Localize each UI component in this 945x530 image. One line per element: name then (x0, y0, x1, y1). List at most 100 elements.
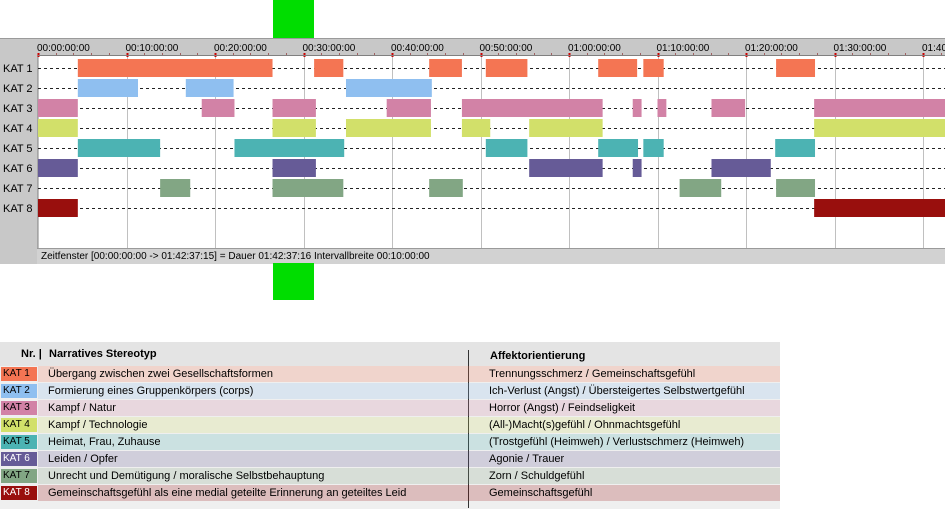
status-bar: Zeitfenster [00:00:00:00 -> 01:42:37:15]… (37, 248, 945, 264)
timeline-segment (598, 139, 639, 157)
timeline-segment (776, 59, 816, 77)
timeline-segment (632, 159, 642, 177)
timeline-segment (77, 139, 161, 157)
kat-badge: KAT 3 (1, 401, 37, 415)
timeline-segment (314, 59, 344, 77)
legend-row-background (38, 468, 780, 484)
row-label: KAT 8 (3, 203, 33, 215)
timeline-segment (77, 59, 273, 77)
legend-header: Nr. | Narratives Stereotyp Affektorienti… (0, 342, 780, 366)
affekt-text: Zorn / Schuldgefühl (489, 470, 585, 482)
timeline-segment (461, 99, 603, 117)
timeline-segment (776, 179, 816, 197)
timeline-segment (345, 119, 431, 137)
column-divider (468, 350, 469, 508)
timeline-segment (711, 99, 746, 117)
stereotyp-text: Heimat, Frau, Zuhause (48, 436, 161, 448)
row-label: KAT 2 (3, 83, 33, 95)
kat-badge: KAT 8 (1, 486, 37, 500)
stereotyp-text: Leiden / Opfer (48, 453, 118, 465)
stereotyp-text: Kampf / Technologie (48, 419, 148, 431)
timeline-segment (775, 139, 816, 157)
header-stereotyp: Narratives Stereotyp (49, 348, 157, 360)
affekt-text: Trennungsschmerz / Gemeinschaftsgefühl (489, 368, 696, 380)
kat-badge: KAT 7 (1, 469, 37, 483)
timeline-segment (814, 99, 945, 117)
timeline-segment (598, 59, 638, 77)
timeline-segment (201, 99, 235, 117)
legend-row: KAT 1 Übergang zwischen zwei Gesellschaft… (0, 366, 780, 382)
timeline-segment (38, 199, 78, 217)
timeline-segment (429, 179, 463, 197)
legend-row: KAT 7 Unrecht und Demütigung / moralische… (0, 468, 780, 484)
timeline-segment (38, 119, 78, 137)
legend-row-background (38, 417, 780, 433)
header-nr: Nr. | (21, 348, 42, 360)
timeline-segment (461, 119, 491, 137)
timeline-segment (272, 99, 316, 117)
legend-row: KAT 4 Kampf / Technologie (All-)Macht(s)ge… (0, 417, 780, 433)
timeline-segment (77, 79, 139, 97)
tick-label: 01:40 (922, 43, 945, 54)
tick-label: 01:10:00:00 (657, 43, 710, 54)
legend-row-background (38, 400, 780, 416)
timeline-segment (643, 139, 664, 157)
timeline-segment (386, 99, 431, 117)
row-label: KAT 7 (3, 183, 33, 195)
row-label: KAT 3 (3, 103, 33, 115)
timeline-segment (272, 179, 344, 197)
tick-label: 01:20:00:00 (745, 43, 798, 54)
kat-badge: KAT 4 (1, 418, 37, 432)
timeline-segment (643, 59, 664, 77)
tick-label: 00:40:00:00 (391, 43, 444, 54)
kat-badge: KAT 6 (1, 452, 37, 466)
header-affekt: Affektorientierung (490, 350, 586, 362)
legend-row-background (38, 451, 780, 467)
tick-label: 00:10:00:00 (126, 43, 179, 54)
stereotyp-text: Kampf / Natur (48, 402, 116, 414)
timeline-segment (657, 99, 667, 117)
timeline-segment (429, 59, 462, 77)
timeline-segment (814, 119, 945, 137)
stereotyp-text: Unrecht und Demütigung / moralische Selb… (48, 470, 325, 482)
playhead-marker-bottom[interactable] (273, 263, 314, 300)
playhead-marker-top[interactable] (273, 0, 314, 38)
timeline-segment (272, 119, 316, 137)
stereotyp-text: Formierung eines Gruppenkörpers (corps) (48, 385, 254, 397)
timeline-chart: 00:00:00:00 00:10:00:00 00:20:00:00 00:30:0… (0, 43, 945, 248)
timeline-segment (160, 179, 191, 197)
timeline-segment (485, 59, 528, 77)
tick-label: 00:50:00:00 (480, 43, 533, 54)
affekt-text: (All-)Macht(s)gefühl / Ohnmachtsgefühl (489, 419, 681, 431)
legend-row: KAT 6 Leiden / Opfer Agonie / Trauer (0, 451, 780, 467)
timeline-segment (38, 159, 78, 177)
stereotyp-text: Übergang zwischen zwei Gesellschaftsform… (48, 368, 273, 380)
timeline-segment (814, 199, 945, 217)
legend-row: KAT 3 Kampf / Natur Horror (Angst) / Feind… (0, 400, 780, 416)
tick-label: 01:00:00:00 (568, 43, 621, 54)
timeline-segment (632, 99, 642, 117)
timeline-segment (529, 159, 603, 177)
row-label: KAT 6 (3, 163, 33, 175)
row-label: KAT 5 (3, 143, 33, 155)
affekt-text: Gemeinschaftsgefühl (489, 487, 593, 499)
legend-row-background (38, 434, 780, 450)
legend-row-background (38, 366, 780, 382)
affekt-text: Horror (Angst) / Feindseligkeit (489, 402, 636, 414)
timeline-segment (679, 179, 722, 197)
timeline-segment (234, 139, 345, 157)
tick-label: 00:30:00:00 (303, 43, 356, 54)
timeline-panel: 00:00:00:00 00:10:00:00 00:20:00:00 00:30:0… (0, 38, 945, 264)
legend-table: Nr. | Narratives Stereotyp Affektorienti… (0, 342, 780, 509)
timeline-segment (272, 159, 316, 177)
affekt-text: Agonie / Trauer (489, 453, 565, 465)
row-label-column (0, 55, 38, 248)
tick-label: 00:00:00:00 (37, 43, 90, 54)
row-label: KAT 4 (3, 123, 33, 135)
kat-badge: KAT 1 (1, 367, 37, 381)
tick-label: 00:20:00:00 (214, 43, 267, 54)
timeline-segment (185, 79, 234, 97)
affekt-text: Ich-Verlust (Angst) / Übersteigertes Sel… (489, 385, 745, 397)
